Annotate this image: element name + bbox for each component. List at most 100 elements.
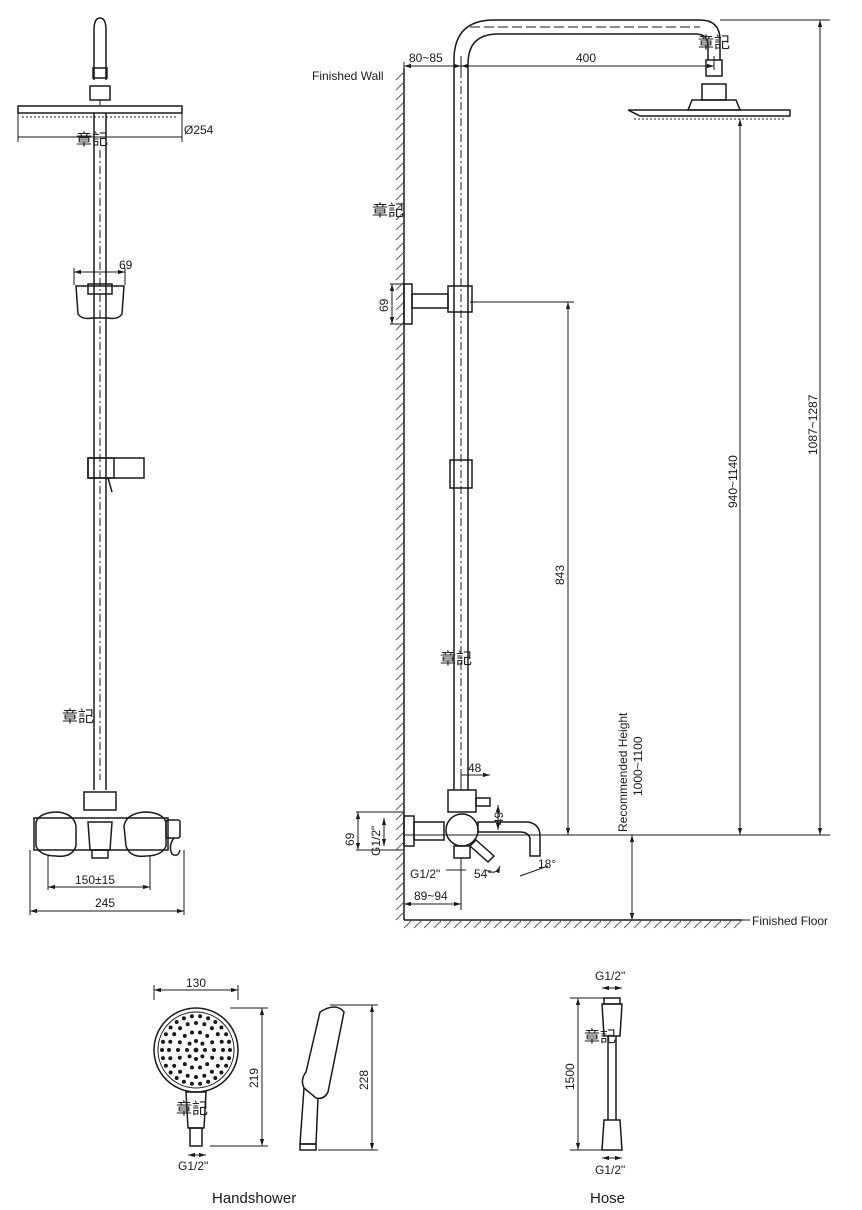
wall-hatch-stroke	[395, 561, 405, 571]
handshower-stamp: 章記	[176, 1099, 208, 1118]
wall-hatch-stroke	[395, 401, 405, 411]
spray-hole	[206, 1016, 211, 1021]
side-view: Finished Wall Finished Floor 章記 80~85 40…	[312, 19, 830, 929]
wall-hatch-stroke	[395, 111, 405, 121]
total-height-label: 1087~1287	[806, 394, 820, 455]
recommended-height-label: Recommended Height	[616, 712, 630, 832]
spray-hole	[177, 1040, 182, 1045]
wall-hatch-stroke	[395, 801, 405, 811]
handshower-detail: 130 章記 G1/2" 219 228 Handshower	[153, 976, 378, 1207]
hose-thread-top-label: G1/2"	[595, 969, 625, 983]
wall-hatch-stroke	[395, 351, 405, 361]
stamp-mark-wall: 章記	[372, 201, 404, 220]
wall-hatch-stroke	[395, 141, 405, 151]
stamp-mark-rail: 章記	[440, 649, 472, 668]
spray-hole	[168, 1025, 173, 1030]
wall-hatch-stroke	[395, 411, 405, 421]
wall-hatch-stroke	[395, 771, 405, 781]
wall-hatch-stroke	[395, 541, 405, 551]
wall-hatch-stroke	[395, 751, 405, 761]
spray-hole	[209, 1069, 214, 1074]
floor-hatch-stroke	[543, 919, 553, 929]
arm-reach-label: 400	[576, 51, 596, 65]
floor-hatch-stroke	[593, 919, 603, 929]
wall-hatch-stroke	[395, 511, 405, 521]
floor-hatch-stroke	[693, 919, 703, 929]
wall-hatch-stroke	[395, 861, 405, 871]
floor-hatch-stroke	[493, 919, 503, 929]
recommended-height-value: 1000~1100	[631, 736, 645, 796]
wall-hatch-stroke	[395, 601, 405, 611]
spray-hole	[205, 1062, 210, 1067]
wall-hatch-stroke	[395, 301, 405, 311]
spray-hole	[202, 1073, 207, 1078]
wall-hatch	[395, 71, 405, 921]
wall-hatch-stroke	[395, 651, 405, 661]
wall-hatch-stroke	[395, 71, 405, 81]
spray-hole	[228, 1048, 232, 1052]
wall-hatch-stroke	[395, 371, 405, 381]
spray-holes	[160, 1014, 232, 1086]
spray-hole	[187, 1054, 192, 1059]
wall-hatch-stroke	[395, 851, 405, 861]
spray-hole	[163, 1063, 168, 1068]
handshower-height-front-label: 219	[247, 1068, 261, 1088]
spray-hole	[174, 1076, 179, 1080]
spray-hole	[205, 1033, 210, 1038]
spray-hole	[219, 1025, 224, 1030]
floor-hatch-stroke	[483, 919, 493, 929]
spray-hole	[185, 1073, 190, 1078]
wall-hatch-stroke	[395, 451, 405, 461]
spray-hole	[219, 1039, 224, 1044]
wall-hatch-stroke	[395, 421, 405, 431]
wall-hatch-stroke	[395, 911, 405, 921]
spray-hole	[163, 1032, 168, 1037]
spray-hole	[215, 1032, 220, 1037]
spray-hole	[219, 1056, 224, 1061]
wall-hatch-stroke	[395, 621, 405, 631]
spray-hole	[210, 1040, 215, 1045]
wall-hatch-stroke	[395, 261, 405, 271]
spray-hole	[177, 1055, 182, 1060]
front-view: Ø254 章記 69 章記	[17, 17, 214, 915]
angle-54-label: 54°	[474, 867, 492, 881]
wall-hatch-stroke	[395, 431, 405, 441]
outlet-thread-label: G1/2"	[410, 867, 440, 881]
wall-hatch-stroke	[395, 761, 405, 771]
wall-hatch-stroke	[395, 901, 405, 911]
wall-hatch-stroke	[395, 171, 405, 181]
wall-hatch-stroke	[395, 391, 405, 401]
floor-hatch-stroke	[683, 919, 693, 929]
spray-hole	[206, 1079, 211, 1084]
wall-hatch-stroke	[395, 691, 405, 701]
stamp-mark: 章記	[76, 130, 108, 149]
wall-hatch-stroke	[395, 581, 405, 591]
wall-hatch-stroke	[395, 81, 405, 91]
wall-hatch-stroke	[395, 591, 405, 601]
wall-hatch-stroke	[395, 241, 405, 251]
spray-hole	[200, 1041, 205, 1046]
floor-hatch-stroke	[633, 919, 643, 929]
wall-hatch-stroke	[395, 181, 405, 191]
wall-hatch-stroke	[395, 461, 405, 471]
spray-hole	[182, 1062, 187, 1067]
holder-width-label: 69	[119, 258, 133, 272]
spray-hole	[202, 1022, 207, 1027]
wall-hatch-stroke	[395, 731, 405, 741]
spray-hole	[190, 1065, 194, 1070]
floor-hatch-stroke	[573, 919, 583, 929]
spray-hole	[212, 1048, 216, 1052]
spray-hole	[182, 1033, 187, 1038]
wall-hatch-stroke	[395, 291, 405, 301]
wall-hatch-stroke	[395, 211, 405, 221]
wall-hatch-stroke	[395, 881, 405, 891]
floor-hatch-stroke	[413, 919, 423, 929]
wall-hatch-stroke	[395, 741, 405, 751]
spray-hole	[187, 1041, 192, 1046]
wall-hatch-stroke	[395, 101, 405, 111]
handshower-width-label: 130	[186, 976, 206, 990]
wall-hatch-stroke	[395, 701, 405, 711]
spray-hole	[200, 1054, 205, 1059]
wall-hatch-stroke	[395, 661, 405, 671]
floor-hatch-stroke	[563, 919, 573, 929]
